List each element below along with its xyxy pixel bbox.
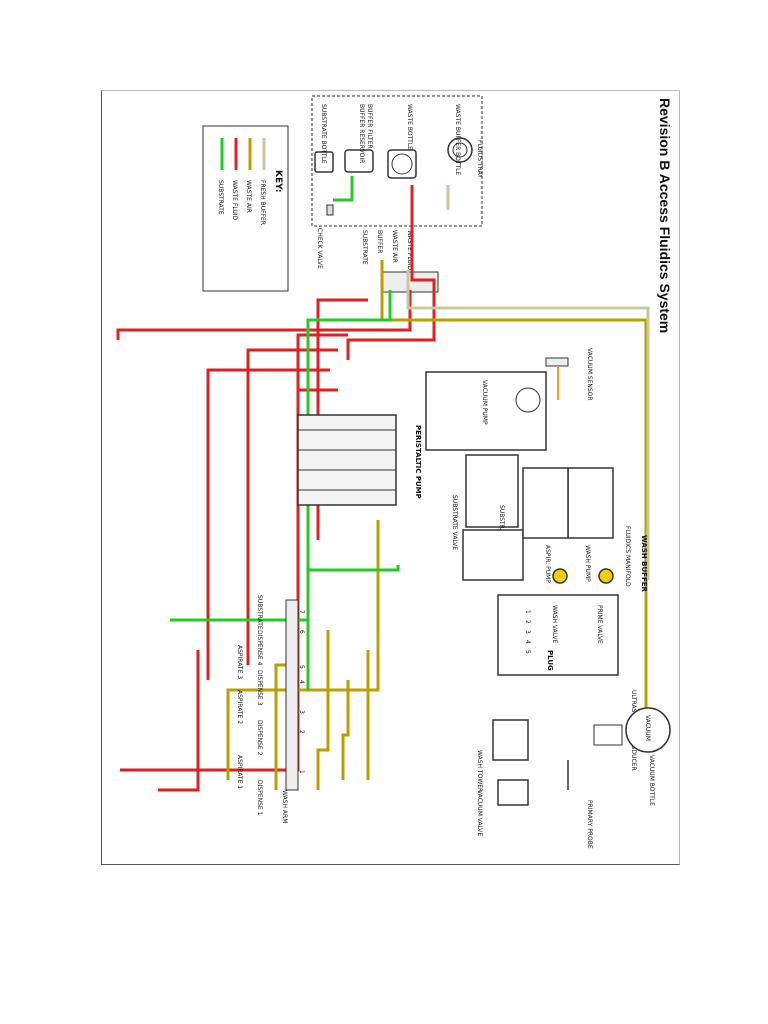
waste-buffer-bottle: WASTE BUFFER BOTTLE: [447, 104, 473, 175]
wash-tower: WASH TOWER: [476, 719, 529, 792]
svg-text:SUBSTRATE BOTTLE: SUBSTRATE BOTTLE: [320, 104, 327, 164]
svg-text:PERISTALTIC PUMP: PERISTALTIC PUMP: [414, 425, 422, 499]
vacuum-valve: VACUUM VALVE: [476, 779, 529, 836]
manifold-ports: 1 2 3 4 5: [524, 610, 531, 654]
svg-text:WASTE AIR: WASTE AIR: [245, 180, 252, 213]
svg-text:SUBSTRATE: SUBSTRATE: [256, 595, 263, 630]
fluid-lines: [116, 176, 650, 792]
primary-probe: PRIMARY PROBE: [567, 760, 593, 849]
svg-text:VACUUM: VACUUM: [644, 715, 651, 741]
svg-text:WASTE BUFFER BOTTLE: WASTE BUFFER BOTTLE: [454, 104, 461, 175]
fluids-tray-label: FLUIDS TRAY: [476, 140, 483, 178]
svg-text:ASPIRATE 1: ASPIRATE 1: [236, 755, 243, 789]
peristaltic-pump: PERISTALTIC PUMP: [297, 414, 422, 506]
waste-fluid-line-label: WASTE FLUID: [406, 230, 413, 271]
svg-text:5: 5: [524, 650, 531, 654]
vacuum-bottle: VACUUM VACUUM BOTTLE: [625, 707, 671, 806]
svg-text:VACUUM VALVE: VACUUM VALVE: [476, 790, 483, 836]
substrate-line-label: SUBSTRATE: [361, 230, 368, 265]
substrate-bottle: SUBSTRATE BOTTLE: [314, 104, 334, 173]
svg-text:4: 4: [298, 680, 305, 684]
svg-text:5: 5: [298, 665, 305, 669]
svg-text:BUFFER FILTER: BUFFER FILTER: [366, 104, 373, 149]
svg-text:3: 3: [524, 630, 531, 634]
svg-text:KEY:: KEY:: [273, 170, 283, 192]
wash-buffer-label: WASH BUFFER: [640, 535, 648, 593]
svg-text:WASH PUMP: WASH PUMP: [584, 545, 591, 582]
substrate-valve: SUBSTRATE VALVE: [451, 495, 524, 581]
svg-text:WASTE BOTTLE: WASTE BOTTLE: [406, 104, 413, 150]
dispense-labels: DISPENSE 1 DISPENSE 2 DISPENSE 3 DISPENS…: [236, 595, 263, 816]
page-title: Revision B Access Fluidics System: [657, 98, 673, 333]
svg-text:7: 7: [298, 610, 305, 614]
waste-bottle: WASTE BOTTLE: [387, 104, 417, 179]
svg-text:VACUUM BOTTLE: VACUUM BOTTLE: [648, 755, 655, 806]
svg-text:DISPENSE 4: DISPENSE 4: [256, 630, 263, 666]
legend-key: KEY: FRESH BUFFER WASTE AIR WASTE FLUID …: [202, 125, 289, 292]
svg-text:ASPIRATE 3: ASPIRATE 3: [236, 645, 243, 679]
svg-text:DISPENSE 1: DISPENSE 1: [256, 780, 263, 816]
svg-text:DISPENSE 3: DISPENSE 3: [256, 670, 263, 706]
svg-text:WASTE FLUID: WASTE FLUID: [231, 180, 238, 221]
svg-text:1: 1: [298, 770, 305, 774]
svg-text:CHECK VALVE: CHECK VALVE: [316, 228, 323, 269]
aspiration-pump: ASPIR. PUMP: [522, 467, 569, 583]
svg-text:3: 3: [298, 710, 305, 714]
svg-text:PRIMARY PROBE: PRIMARY PROBE: [586, 800, 593, 849]
svg-text:WASH VALVE: WASH VALVE: [551, 605, 558, 644]
fluidics-manifold: PRIME VALVE WASH VALVE: [497, 568, 619, 676]
svg-text:DISPENSE 2: DISPENSE 2: [256, 720, 263, 756]
svg-text:SUBSTRATE: SUBSTRATE: [217, 180, 224, 215]
svg-text:SUBSTRATE VALVE: SUBSTRATE VALVE: [451, 495, 458, 550]
svg-text:ASPIR. PUMP: ASPIR. PUMP: [544, 545, 551, 583]
wash-arm: WASH ARM 1 2 3 4 5 6 7: [281, 599, 305, 823]
check-valve: CHECK VALVE: [316, 204, 334, 269]
fluidics-manifold-label: FLUIDICS MANIFOLD: [624, 526, 631, 587]
fluidics-diagram: Revision B Access Fluidics System FLUIDS…: [101, 90, 678, 863]
buffer-reservoir: BUFFER RESERVOIR BUFFER FILTER: [344, 104, 374, 173]
buffer-line-label: BUFFER: [376, 230, 383, 253]
svg-text:WASH TOWER: WASH TOWER: [476, 750, 483, 792]
svg-text:2: 2: [298, 730, 305, 734]
plug-label: PLUG: [546, 650, 554, 671]
svg-text:1: 1: [524, 610, 531, 614]
svg-text:6: 6: [298, 630, 305, 634]
svg-text:WASH ARM: WASH ARM: [281, 790, 288, 823]
vacuum-pump: VACUUM PUMP: [425, 371, 547, 451]
waste-air-line-label: WASTE AIR: [391, 230, 398, 263]
svg-text:2: 2: [524, 620, 531, 624]
svg-text:ASPIRATE 2: ASPIRATE 2: [236, 690, 243, 724]
fluids-tray-box: [311, 95, 483, 227]
svg-text:FRESH BUFFER: FRESH BUFFER: [259, 180, 266, 225]
vacuum-sensor: VACUUM SENSOR: [545, 348, 593, 401]
svg-text:4: 4: [524, 640, 531, 644]
svg-text:VACUUM PUMP: VACUUM PUMP: [481, 380, 488, 425]
svg-text:VACUUM SENSOR: VACUUM SENSOR: [586, 348, 593, 401]
svg-text:PRIME VALVE: PRIME VALVE: [596, 605, 603, 644]
wash-pump: WASH PUMP: [567, 467, 614, 582]
fluidics-schematic: Revision B Access Fluidics System FLUIDS…: [116, 95, 673, 849]
svg-text:BUFFER RESERVOIR: BUFFER RESERVOIR: [358, 104, 365, 163]
